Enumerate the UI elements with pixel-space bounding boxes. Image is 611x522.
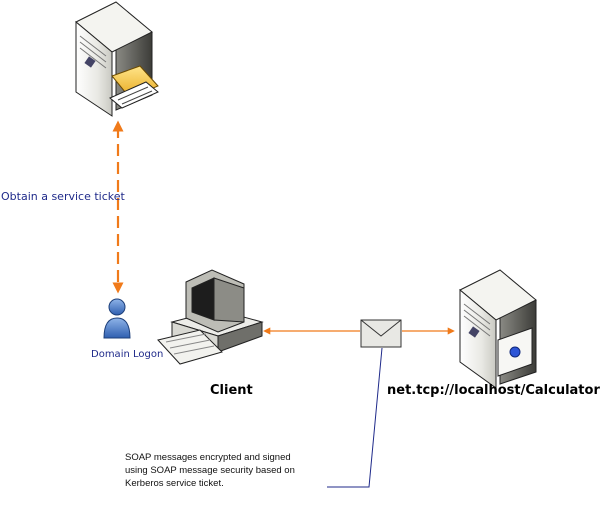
security-note: SOAP messages encrypted and signed using… <box>125 451 295 490</box>
user-icon <box>103 298 131 339</box>
service-server-icon <box>459 269 537 389</box>
security-note-line: SOAP messages encrypted and signed <box>125 452 291 463</box>
client-label: Client <box>210 383 253 398</box>
domain-logon-label: Domain Logon <box>91 349 164 360</box>
certificate-card-icon <box>497 327 533 377</box>
kdc-server-icon <box>75 1 159 117</box>
client-computer-icon <box>157 269 264 365</box>
envelope-icon <box>360 319 402 348</box>
ticket-label: Obtain a service ticket <box>1 190 125 203</box>
security-note-line: Kerberos service ticket. <box>125 478 224 489</box>
service-endpoint-label: net.tcp://localhost/Calculator <box>387 383 600 398</box>
callout-line <box>327 347 383 488</box>
ticket-card-icon <box>109 65 159 109</box>
security-note-line: using SOAP message security based on <box>125 465 295 476</box>
